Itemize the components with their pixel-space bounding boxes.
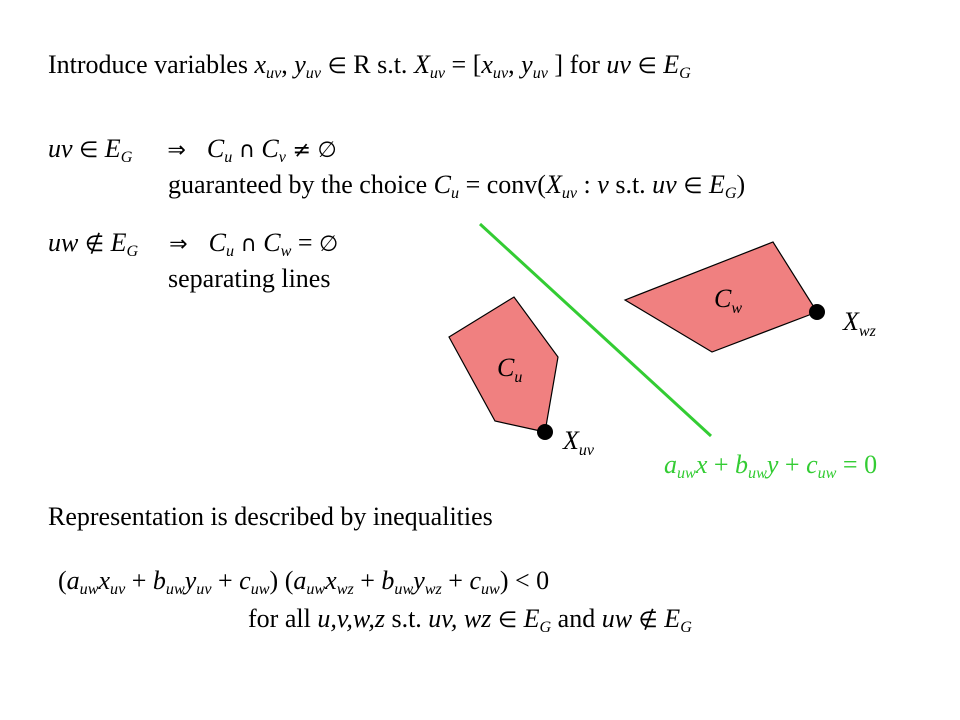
cw-label: Cw [714,284,742,317]
nonedge-implies-disjoint: uw ∉ EG ⇒ Cu ∩ Cw = ∅ [48,228,339,261]
xuv-label: Xuv [562,426,595,459]
xwz-point [809,304,825,320]
representation-text: Representation is described by inequalit… [48,502,493,531]
xuv-point [537,424,553,440]
inequality: (auwxuv + buwyuv + cuw) (auwxwz + buwywz… [58,566,550,599]
line-equation: auwx + buwy + cuw = 0 [664,450,878,483]
xwz-label: Xwz [842,307,877,340]
edge-implies-intersect: uv ∈ EG ⇒ Cu ∩ Cv ≠ ∅ [48,134,337,167]
guaranteed-line: guaranteed by the choice Cu = conv(Xuv :… [168,170,746,203]
cu-polygon [448,296,559,433]
cu-label: Cu [497,353,522,386]
separating-lines-text: separating lines [168,264,331,293]
separating-line [478,222,713,438]
forall-line: for all u,v,w,z s.t. uv, wz ∈ EG and uw … [248,604,692,637]
intro-line: Introduce variables xuv, yuv ∈ R s.t. Xu… [48,50,691,83]
